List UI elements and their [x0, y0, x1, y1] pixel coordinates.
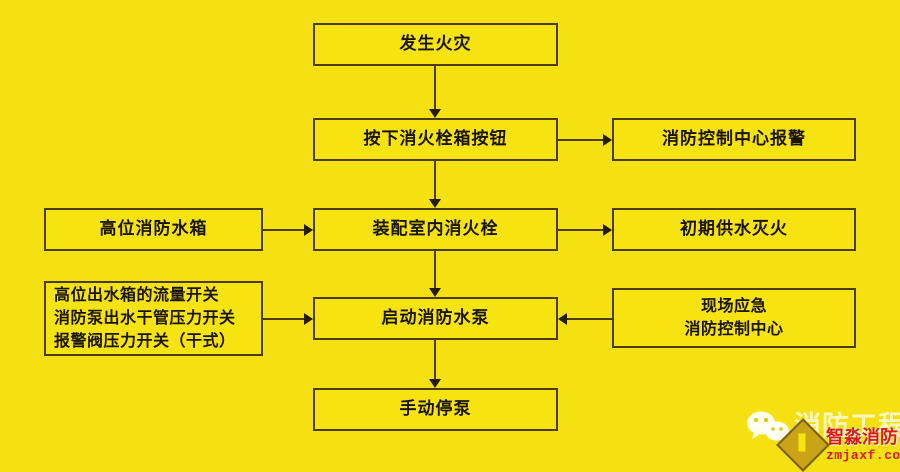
flow-node-press-hydrant-button[interactable]: 按下消火栓箱按钮	[313, 118, 558, 161]
edge-press-to-alarm	[558, 134, 612, 146]
watermark-badge: 智淼消防 zmjaxf.com	[776, 418, 900, 472]
watermark: 消防工程 智淼消防 zmjaxf.com	[742, 392, 900, 472]
watermark-brand-cn: 智淼消防	[826, 427, 898, 447]
watermark-brand-faded: 消防工程	[794, 411, 900, 441]
watermark-words: 智淼消防 zmjaxf.com	[826, 428, 900, 462]
flow-node-manual-stop-pump[interactable]: 手动停泵	[313, 388, 558, 431]
edge-switches-to-startpump	[263, 313, 313, 325]
edge-fire-to-press	[429, 66, 441, 118]
flow-node-fire[interactable]: 发生火灾	[313, 23, 558, 66]
zmjaxf-logo-icon	[776, 418, 830, 472]
edge-press-to-hydrant	[429, 161, 441, 208]
flow-node-install-indoor-hydrant[interactable]: 装配室内消火栓	[313, 208, 558, 251]
edge-emergency-to-startpump	[558, 313, 612, 325]
edge-tank-to-hydrant	[263, 224, 313, 236]
flow-node-high-level-water-tank[interactable]: 高位消防水箱	[44, 208, 263, 251]
edge-hydrant-to-startpump	[429, 251, 441, 297]
watermark-url: zmjaxf.com	[826, 448, 900, 463]
flow-node-initial-water-supply[interactable]: 初期供水灭火	[612, 208, 856, 251]
wechat-icon	[747, 411, 789, 443]
flow-node-start-fire-pump[interactable]: 启动消防水泵	[313, 297, 558, 340]
edge-startpump-to-stoppump	[429, 340, 441, 388]
flow-node-onsite-emergency[interactable]: 现场应急 消防控制中心	[612, 288, 856, 348]
flow-node-fire-control-center-alarm[interactable]: 消防控制中心报警	[612, 118, 856, 161]
edge-hydrant-to-initial	[558, 224, 612, 236]
flow-node-switch-triggers[interactable]: 高位出水箱的流量开关 消防泵出水干管压力开关 报警阀压力开关（干式）	[44, 281, 263, 356]
